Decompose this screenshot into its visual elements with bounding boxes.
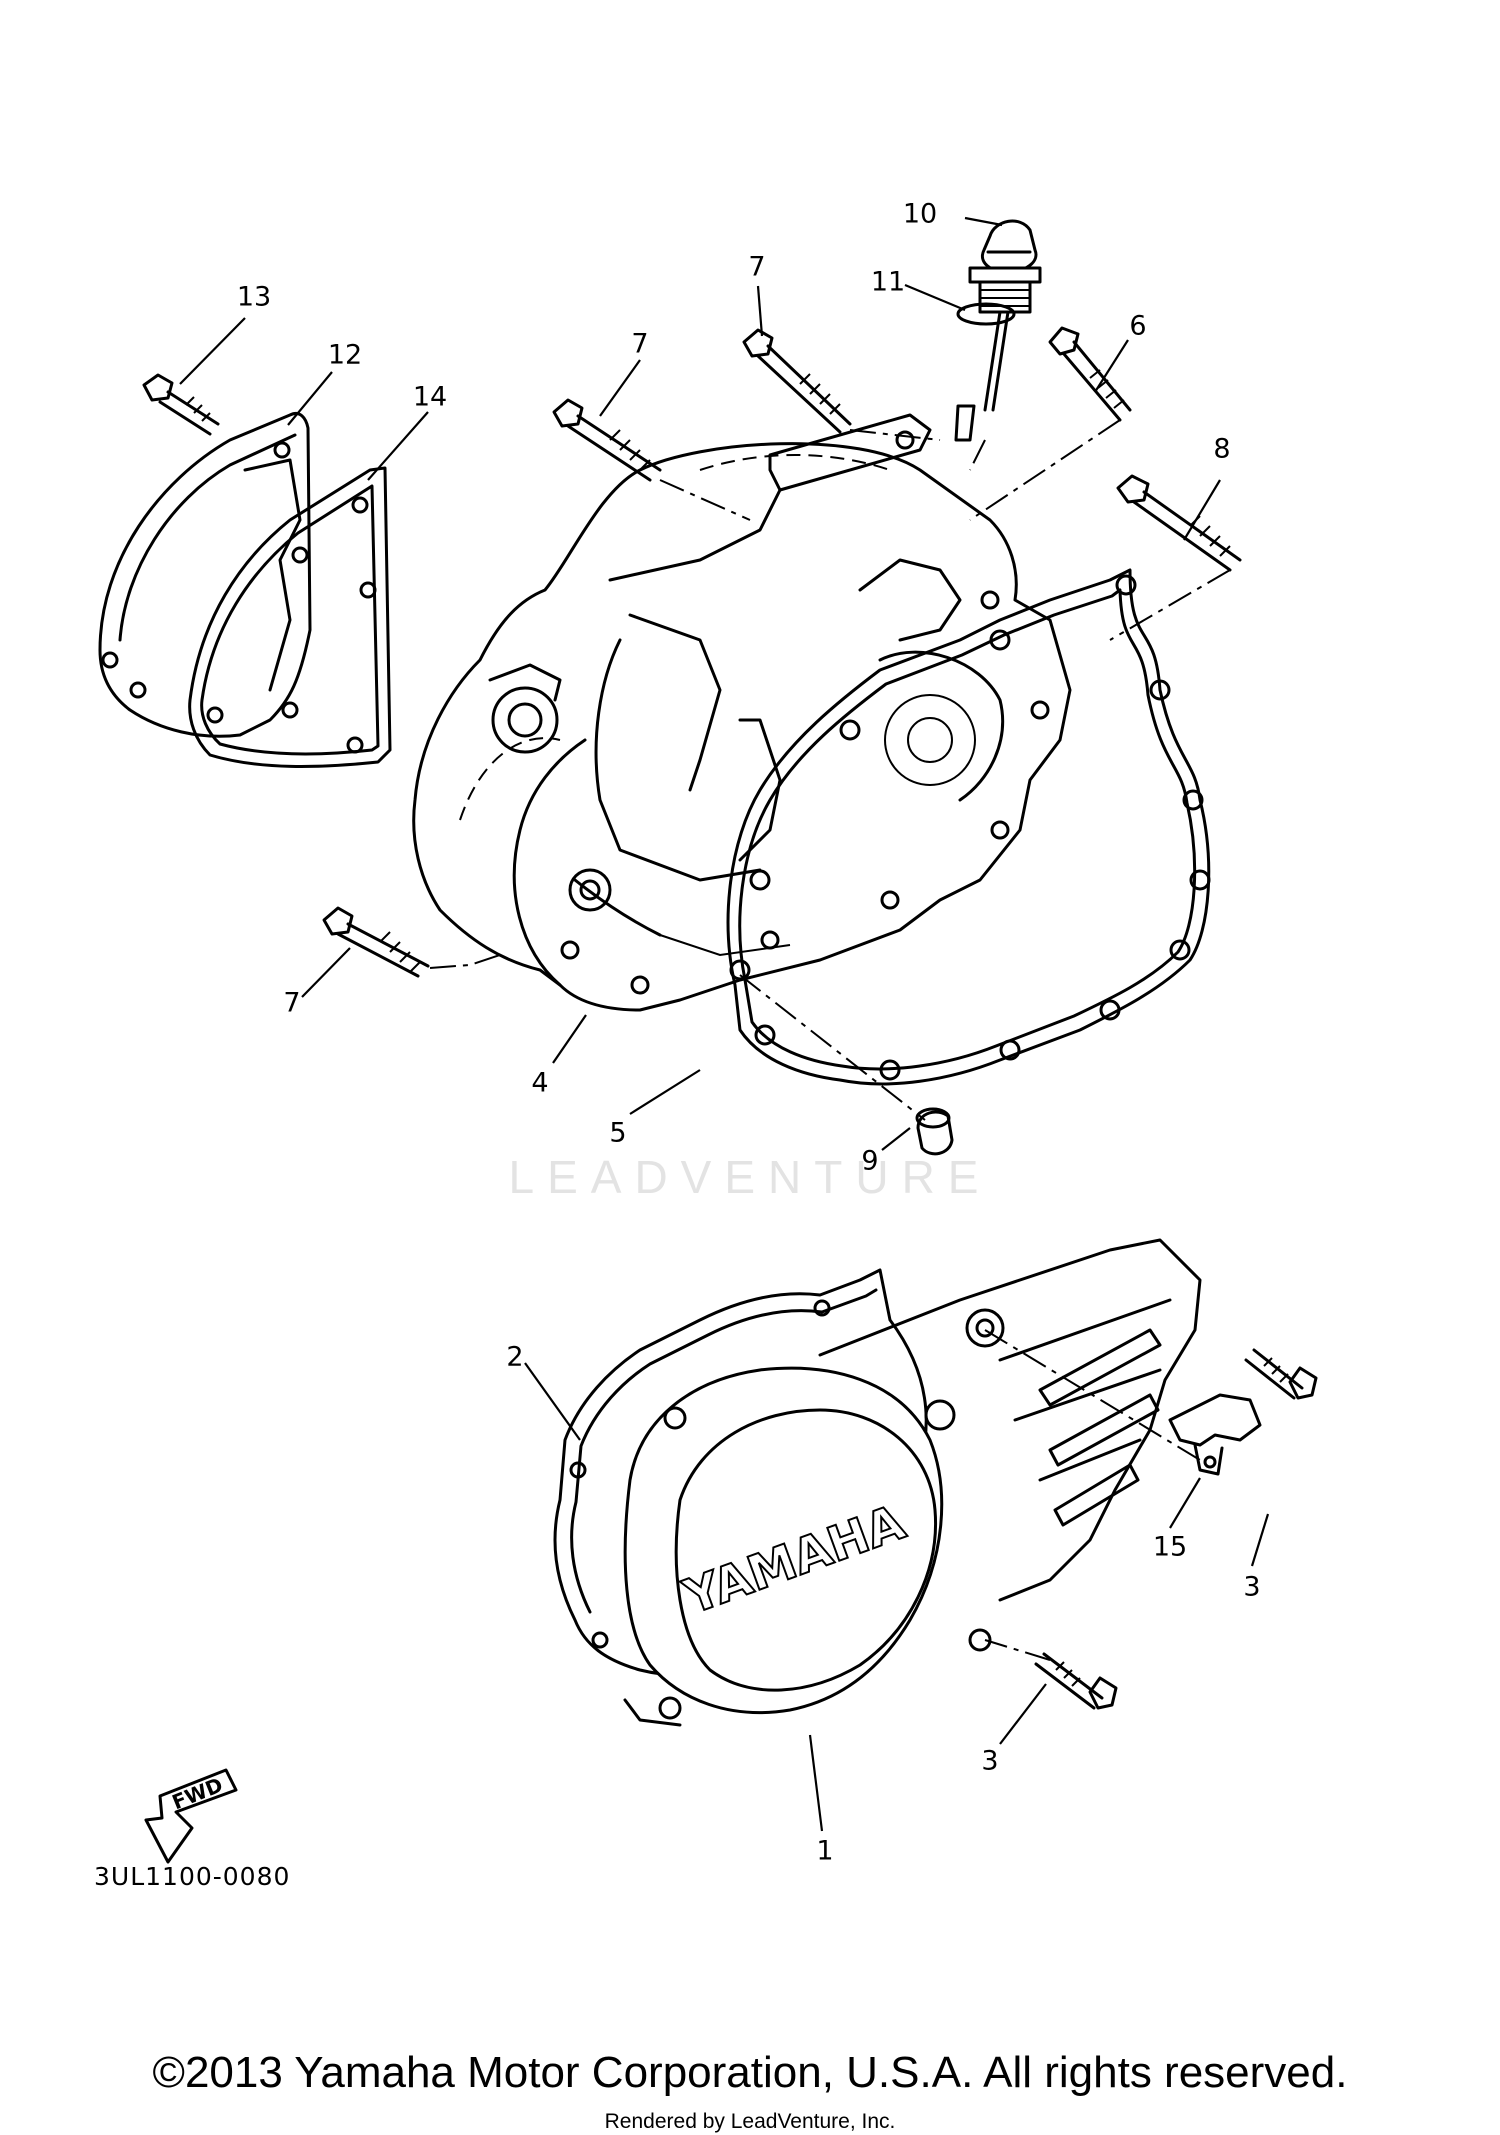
callout-12: 12 — [328, 340, 362, 371]
forward-arrow-icon: FWD — [144, 1768, 238, 1864]
callout-13: 13 — [237, 282, 271, 313]
damper-part-9 — [915, 1107, 954, 1156]
callout-15: 15 — [1153, 1532, 1187, 1563]
callout-1: 1 — [816, 1836, 833, 1867]
callout-11: 11 — [871, 267, 905, 298]
screw-part-3-lower — [1034, 1652, 1118, 1710]
callout-10: 10 — [903, 199, 937, 230]
fwd-label: FWD — [169, 1773, 227, 1815]
callout-9: 9 — [861, 1146, 878, 1177]
callouts: 1 2 3 3 4 5 6 7 7 7 8 9 10 11 12 13 14 1… — [237, 199, 1261, 1867]
callout-3-lower: 3 — [981, 1746, 998, 1777]
rendered-by-notice: Rendered by LeadVenture, Inc. — [604, 2110, 896, 2133]
copyright-notice: ©2013 Yamaha Motor Corporation, U.S.A. A… — [152, 2048, 1348, 2097]
diagram-code: 3UL1100-0080 — [94, 1862, 291, 1891]
callout-2: 2 — [506, 1342, 523, 1373]
gasket-part-14 — [188, 466, 392, 768]
bolt-part-8 — [1116, 474, 1242, 572]
crankcase-cover-part-4 — [412, 413, 1072, 1012]
callout-6: 6 — [1129, 311, 1146, 342]
bolt-part-6 — [1048, 326, 1132, 422]
gasket-part-5 — [726, 568, 1211, 1086]
callout-7-lower: 7 — [283, 988, 300, 1019]
clamp-part-15 — [1168, 1393, 1262, 1476]
callout-3-right: 3 — [1243, 1572, 1260, 1603]
o-ring-part-11 — [956, 302, 1016, 326]
assembly-lines — [429, 419, 1231, 1661]
screw-part-3-right — [1244, 1348, 1318, 1400]
oil-filler-cap-part-10 — [954, 219, 1042, 442]
callout-5: 5 — [609, 1118, 626, 1149]
bolt-part-7-mid — [552, 398, 662, 482]
callout-4: 4 — [531, 1068, 548, 1099]
bolt-part-7-top — [742, 328, 852, 434]
callout-7-top: 7 — [748, 252, 765, 283]
watermark: LEADVENTURE — [508, 1151, 992, 1203]
generator-cover-part-1 — [623, 1238, 1202, 1727]
leader-lines — [179, 216, 1270, 1832]
callout-7-mid: 7 — [631, 329, 648, 360]
callout-14: 14 — [413, 382, 447, 413]
bolt-part-7-lower — [322, 906, 430, 978]
screw-part-13 — [142, 373, 220, 436]
callout-8: 8 — [1213, 434, 1230, 465]
